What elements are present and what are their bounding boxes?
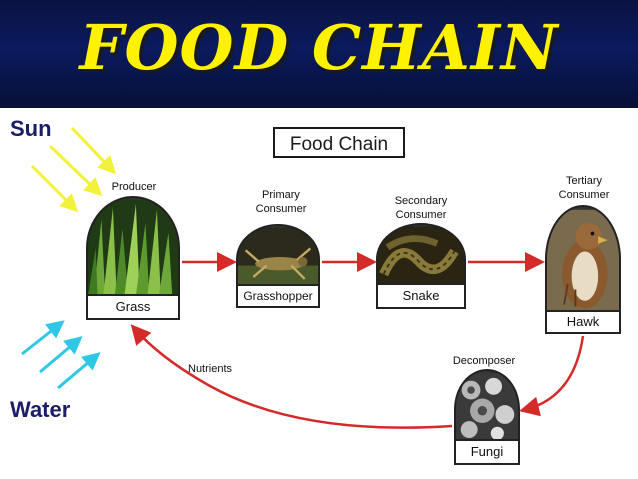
arrow-nutrients-to-grass (134, 328, 452, 428)
sun-ray-arrow (72, 128, 112, 170)
sun-ray-arrow (50, 146, 98, 192)
water-arrow (22, 324, 60, 354)
nutrients-label: Nutrients (188, 363, 233, 375)
water-arrow (58, 356, 96, 388)
arrow-hawk-to-fungi (524, 336, 583, 410)
sun-ray-arrow (32, 166, 74, 208)
water-arrow (40, 340, 78, 372)
